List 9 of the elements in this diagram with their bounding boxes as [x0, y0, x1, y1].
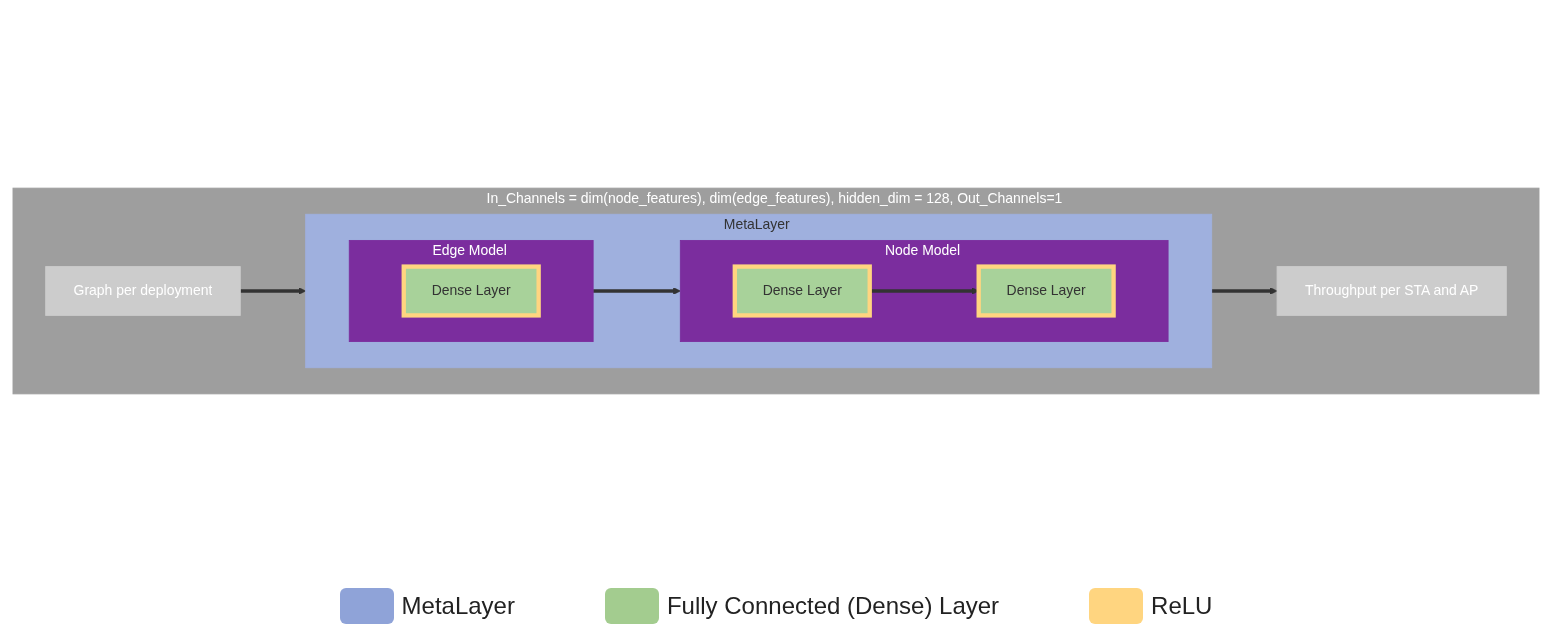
arrow [593, 287, 681, 295]
legend-label: MetaLayer [401, 592, 515, 620]
legend-label: Fully Connected (Dense) Layer [666, 592, 1000, 620]
node-box: Dense Layer [732, 264, 872, 318]
node-box: Dense Layer [401, 264, 541, 318]
node-box: Dense Layer [976, 264, 1116, 318]
arrow [1211, 287, 1278, 295]
legend-label: ReLU [1151, 592, 1213, 620]
arrow [240, 287, 306, 295]
